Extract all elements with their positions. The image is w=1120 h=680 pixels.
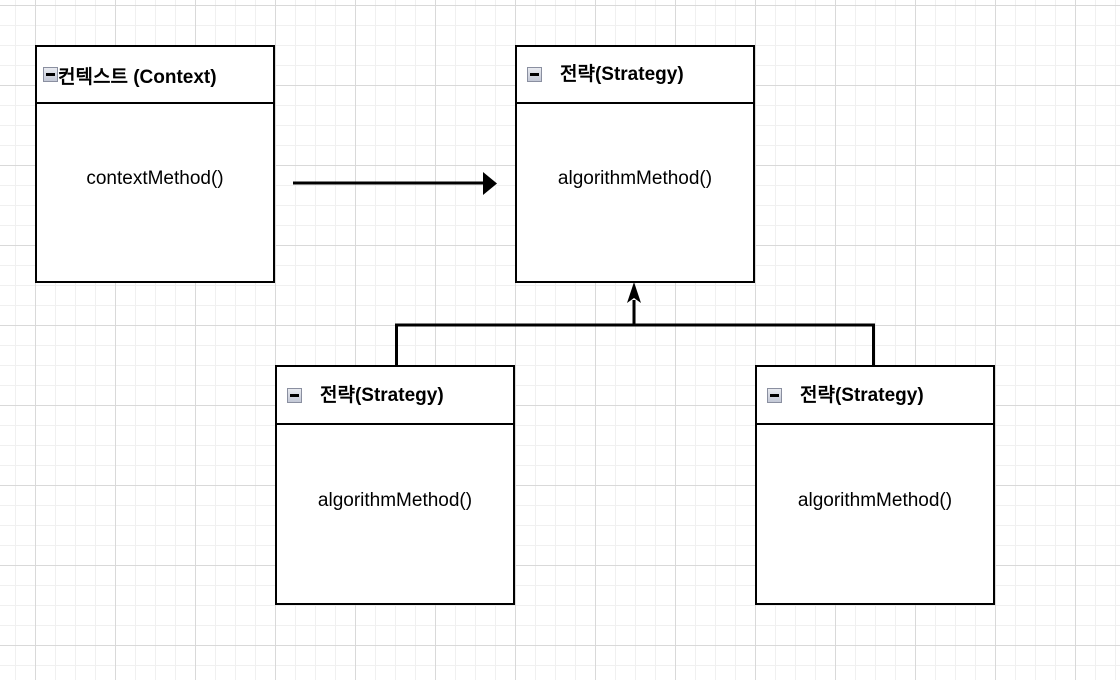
collapse-minus-icon[interactable]	[527, 67, 542, 82]
generalization-connector	[395, 282, 875, 366]
class-box-concrete-strategy-a[interactable]: 전략(Strategy) algorithmMethod()	[275, 365, 515, 605]
class-method-strategy: algorithmMethod()	[557, 168, 713, 189]
collapse-minus-icon[interactable]	[43, 67, 58, 82]
generalization-arrowhead-icon	[627, 282, 641, 303]
collapse-minus-icon[interactable]	[767, 387, 782, 403]
class-box-strategy[interactable]: 전략(Strategy) algorithmMethod()	[515, 45, 755, 283]
class-body-strategy: algorithmMethod()	[517, 104, 753, 281]
class-header-strategy: 전략(Strategy)	[517, 47, 753, 104]
class-method-concrete-strategy-b: algorithmMethod()	[797, 489, 953, 511]
collapse-minus-icon[interactable]	[287, 387, 302, 403]
class-title-concrete-strategy-a: 전략(Strategy)	[320, 384, 444, 406]
class-method-concrete-strategy-a: algorithmMethod()	[317, 489, 473, 511]
class-header-context: 컨텍스트 (Context)	[37, 47, 273, 104]
class-title-context: 컨텍스트 (Context)	[58, 67, 217, 88]
class-header-concrete-strategy-b: 전략(Strategy)	[757, 367, 993, 425]
class-title-strategy: 전략(Strategy)	[560, 64, 684, 85]
class-box-context[interactable]: 컨텍스트 (Context) contextMethod()	[35, 45, 275, 283]
class-box-concrete-strategy-b[interactable]: 전략(Strategy) algorithmMethod()	[755, 365, 995, 605]
class-header-concrete-strategy-a: 전략(Strategy)	[277, 367, 513, 425]
association-connector	[293, 172, 497, 195]
class-body-context: contextMethod()	[37, 104, 273, 281]
class-title-concrete-strategy-b: 전략(Strategy)	[800, 384, 924, 406]
class-body-concrete-strategy-a: algorithmMethod()	[277, 425, 513, 603]
association-arrowhead-icon	[483, 172, 497, 195]
class-method-context: contextMethod()	[86, 168, 224, 189]
class-body-concrete-strategy-b: algorithmMethod()	[757, 425, 993, 603]
